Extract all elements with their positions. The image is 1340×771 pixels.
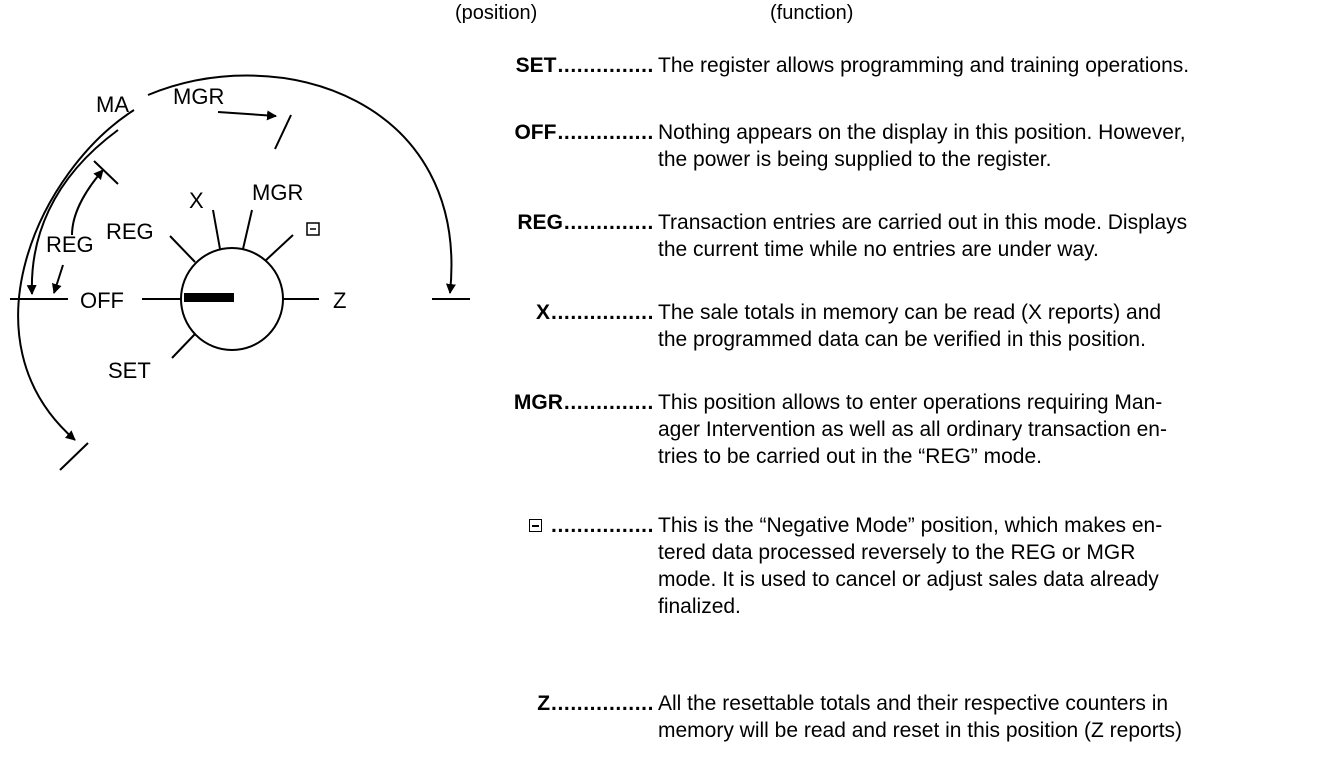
- label-mgr-arc: MGR: [173, 84, 224, 109]
- label-reg: REG: [106, 219, 154, 244]
- mode-key-label: SET: [515, 54, 557, 77]
- mode-key: Z................: [440, 690, 654, 744]
- mgr-range-arc: [147, 74, 456, 294]
- mode-entry-negative: ................ This is the “Negative M…: [440, 512, 1340, 620]
- mode-key: REG..............: [440, 209, 654, 263]
- dial-tick-reg: [169, 235, 196, 263]
- mode-entry-set: SET............... The register allows p…: [440, 52, 1340, 79]
- dial-tick-x: [212, 209, 221, 250]
- description-line: tered data processed reversely to the RE…: [658, 541, 1136, 564]
- description-line: the power is being supplied to the regis…: [658, 148, 1052, 171]
- mode-entry-x: X................ The sale totals in mem…: [440, 299, 1340, 353]
- mgr-stop-line: [274, 114, 292, 150]
- mode-key-label: X: [536, 301, 551, 324]
- mode-key-label: Z: [537, 692, 551, 715]
- ma-stop-line: [93, 160, 119, 185]
- mode-key: X................: [440, 299, 654, 353]
- negative-mode-icon: [306, 222, 320, 236]
- mgr-to-stop-arrow: [217, 110, 277, 121]
- mode-description: This position allows to enter operations…: [654, 389, 1338, 470]
- description-line: The register allows programming and trai…: [658, 54, 1190, 77]
- mode-key: SET...............: [440, 52, 654, 79]
- set-stop-line: [59, 442, 89, 471]
- dot-leader: ................: [551, 301, 654, 324]
- mode-key-label: MGR: [513, 391, 563, 414]
- dot-leader: ................: [551, 514, 654, 537]
- description-line: mode. It is used to cancel or adjust sal…: [658, 568, 1159, 591]
- dot-leader: ..............: [563, 391, 654, 414]
- mode-description: All the resettable totals and their resp…: [654, 690, 1338, 744]
- label-ma: MA: [96, 92, 129, 117]
- mode-entry-mgr: MGR.............. This position allows t…: [440, 389, 1340, 470]
- description-line: The sale totals in memory can be read (X…: [658, 301, 1162, 324]
- dial-tick-set: [171, 333, 196, 359]
- description-line: This is the “Negative Mode” position, wh…: [658, 514, 1163, 537]
- description-line: finalized.: [658, 595, 741, 618]
- dial-tick-mgr: [242, 209, 253, 250]
- set-range-arc: [17, 109, 135, 441]
- mode-description: This is the “Negative Mode” position, wh…: [654, 512, 1338, 620]
- description-line: Transaction entries are carried out in t…: [658, 211, 1188, 234]
- negative-mode-icon: [529, 519, 543, 532]
- dial-tick-neg: [264, 234, 294, 262]
- description-line: the current time while no entries are un…: [658, 238, 1099, 261]
- label-set: SET: [108, 358, 151, 383]
- mode-description: Transaction entries are carried out in t…: [654, 209, 1338, 263]
- dot-leader: ................: [551, 692, 654, 715]
- description-line: Nothing appears on the display in this p…: [658, 121, 1186, 144]
- description-line: ager Intervention as well as all ordinar…: [658, 418, 1167, 441]
- description-line: memory will be read and reset in this po…: [658, 719, 1183, 742]
- description-line: tries to be carried out in the “REG” mod…: [658, 445, 1042, 468]
- mode-description: The sale totals in memory can be read (X…: [654, 299, 1338, 353]
- mode-key-label: OFF: [514, 121, 557, 144]
- function-column-header: (function): [770, 2, 854, 24]
- label-mgr: MGR: [252, 180, 303, 205]
- ma-range-arc: [26, 129, 119, 295]
- mode-description: Nothing appears on the display in this p…: [654, 119, 1338, 173]
- dot-leader: ...............: [557, 121, 654, 144]
- description-line: All the resettable totals and their resp…: [658, 692, 1169, 715]
- reg-to-ma-arrow: [71, 169, 104, 236]
- dot-leader: ...............: [557, 54, 654, 77]
- mode-key: MGR..............: [440, 389, 654, 470]
- mode-key-label: REG: [517, 211, 563, 234]
- reg-to-off-arrow: [51, 264, 64, 294]
- description-line: the programmed data can be verified in t…: [658, 328, 1146, 351]
- mode-key: ................: [440, 512, 654, 620]
- mode-entry-reg: REG.............. Transaction entries ar…: [440, 209, 1340, 263]
- dot-leader: ..............: [563, 211, 654, 234]
- mode-switch-diagram: MA MGR REG REG X MGR OFF Z SET: [10, 74, 470, 471]
- position-column-header: (position): [455, 2, 538, 24]
- label-reg-arc: REG: [46, 232, 94, 257]
- mode-description: The register allows programming and trai…: [654, 52, 1338, 79]
- mode-entry-off: OFF............... Nothing appears on th…: [440, 119, 1340, 173]
- label-x: X: [189, 188, 204, 213]
- description-line: This position allows to enter operations…: [658, 391, 1163, 414]
- label-off: OFF: [80, 288, 124, 313]
- mode-entry-z: Z................ All the resettable tot…: [440, 690, 1340, 744]
- label-z: Z: [333, 288, 346, 313]
- dial-pointer: [184, 293, 234, 302]
- mode-key: OFF...............: [440, 119, 654, 173]
